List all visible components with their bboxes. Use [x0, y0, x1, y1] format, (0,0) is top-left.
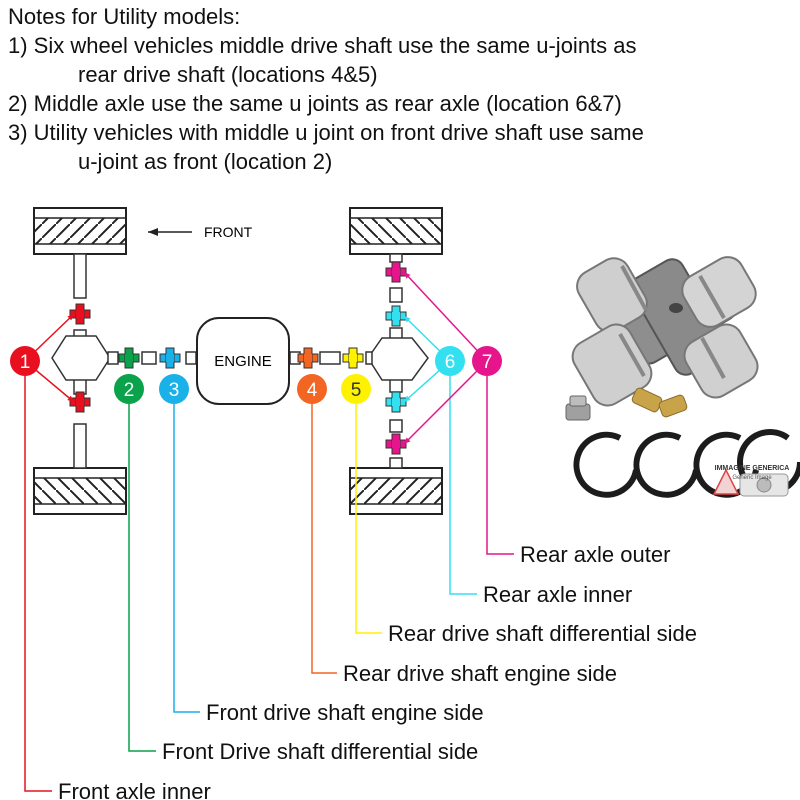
notes-title: Notes for Utility models: — [8, 4, 241, 29]
grease-fitting-icon — [565, 387, 688, 421]
leader-line — [449, 376, 477, 595]
pointer-arrow — [404, 272, 411, 279]
note-3-line-1: 3) Utility vehicles with middle u joint … — [8, 120, 644, 145]
u-joint-7-1 — [385, 261, 407, 283]
location-label: Rear axle inner — [483, 582, 632, 607]
front-arrow-head — [148, 228, 158, 236]
location-number: 1 — [20, 352, 31, 373]
location-number: 5 — [351, 380, 362, 401]
watermark-line-1: IMMAGINE GENERICA — [715, 465, 790, 472]
leader-line — [128, 404, 156, 752]
location-marker — [472, 346, 502, 376]
tire-rear-top — [349, 207, 443, 255]
location-marker — [341, 374, 371, 404]
note-3-line-2: u-joint as front (location 2) — [78, 149, 333, 174]
generic-image-watermark: IMMAGINE GENERICA Generic Image — [712, 465, 790, 497]
location-marker — [114, 374, 144, 404]
pointer-arrow — [404, 437, 411, 444]
location-marker — [159, 374, 189, 404]
u-joint-4-1 — [297, 347, 319, 369]
location-label: Rear drive shaft engine side — [343, 661, 617, 686]
location-label: Rear axle outer — [520, 542, 670, 567]
pointer-arrow — [67, 314, 74, 321]
location-marker — [10, 346, 40, 376]
location-number: 6 — [445, 352, 456, 373]
pointer-line — [403, 271, 488, 362]
pointer-arrow — [404, 395, 411, 402]
location-label: Front Drive shaft differential side — [162, 739, 478, 764]
note-1-line-2: rear drive shaft (locations 4&5) — [78, 62, 378, 87]
engine-label: ENGINE — [214, 353, 272, 370]
leader-line — [173, 404, 200, 713]
location-marker — [297, 374, 327, 404]
front-label: FRONT — [204, 224, 253, 240]
location-number: 7 — [482, 352, 493, 373]
u-joint-1-2 — [69, 391, 91, 413]
tire-front-bottom — [33, 467, 127, 515]
pointer-line — [403, 360, 488, 445]
u-joint-6-2 — [385, 391, 407, 413]
u-joint-product-icon — [571, 256, 759, 407]
pointer-arrow — [67, 395, 74, 402]
product-image: IMMAGINE GENERICA Generic Image — [565, 256, 800, 498]
engine-block — [196, 317, 290, 405]
note-1-line-1: 1) Six wheel vehicles middle drive shaft… — [8, 33, 637, 58]
rear-axle — [367, 253, 429, 469]
notes-section: Notes for Utility models: 1) Six wheel v… — [8, 2, 798, 176]
note-2-line-1: 2) Middle axle use the same u joints as … — [8, 91, 622, 116]
location-label: Front axle inner — [58, 779, 211, 800]
leader-line — [311, 404, 337, 674]
u-joint-5-1 — [342, 347, 364, 369]
u-joints — [69, 261, 407, 455]
u-joint-2-1 — [118, 347, 140, 369]
pointer-arrow — [404, 316, 411, 323]
tire-front-top — [33, 207, 127, 255]
location-label: Rear drive shaft differential side — [388, 621, 697, 646]
leader-line — [355, 404, 382, 634]
location-label: Front drive shaft engine side — [206, 700, 484, 725]
location-number: 3 — [169, 380, 180, 401]
u-joint-1-1 — [69, 303, 91, 325]
watermark-line-2: Generic Image — [732, 475, 772, 481]
location-number: 2 — [124, 380, 135, 401]
u-joint-6-1 — [385, 305, 407, 327]
leader-line — [24, 376, 52, 792]
front-axle — [51, 253, 111, 469]
location-number: 4 — [307, 380, 318, 401]
leader-line — [486, 376, 514, 555]
u-joint-7-2 — [385, 433, 407, 455]
location-marker — [435, 346, 465, 376]
tire-rear-bottom — [349, 467, 443, 515]
u-joint-3-1 — [159, 347, 181, 369]
